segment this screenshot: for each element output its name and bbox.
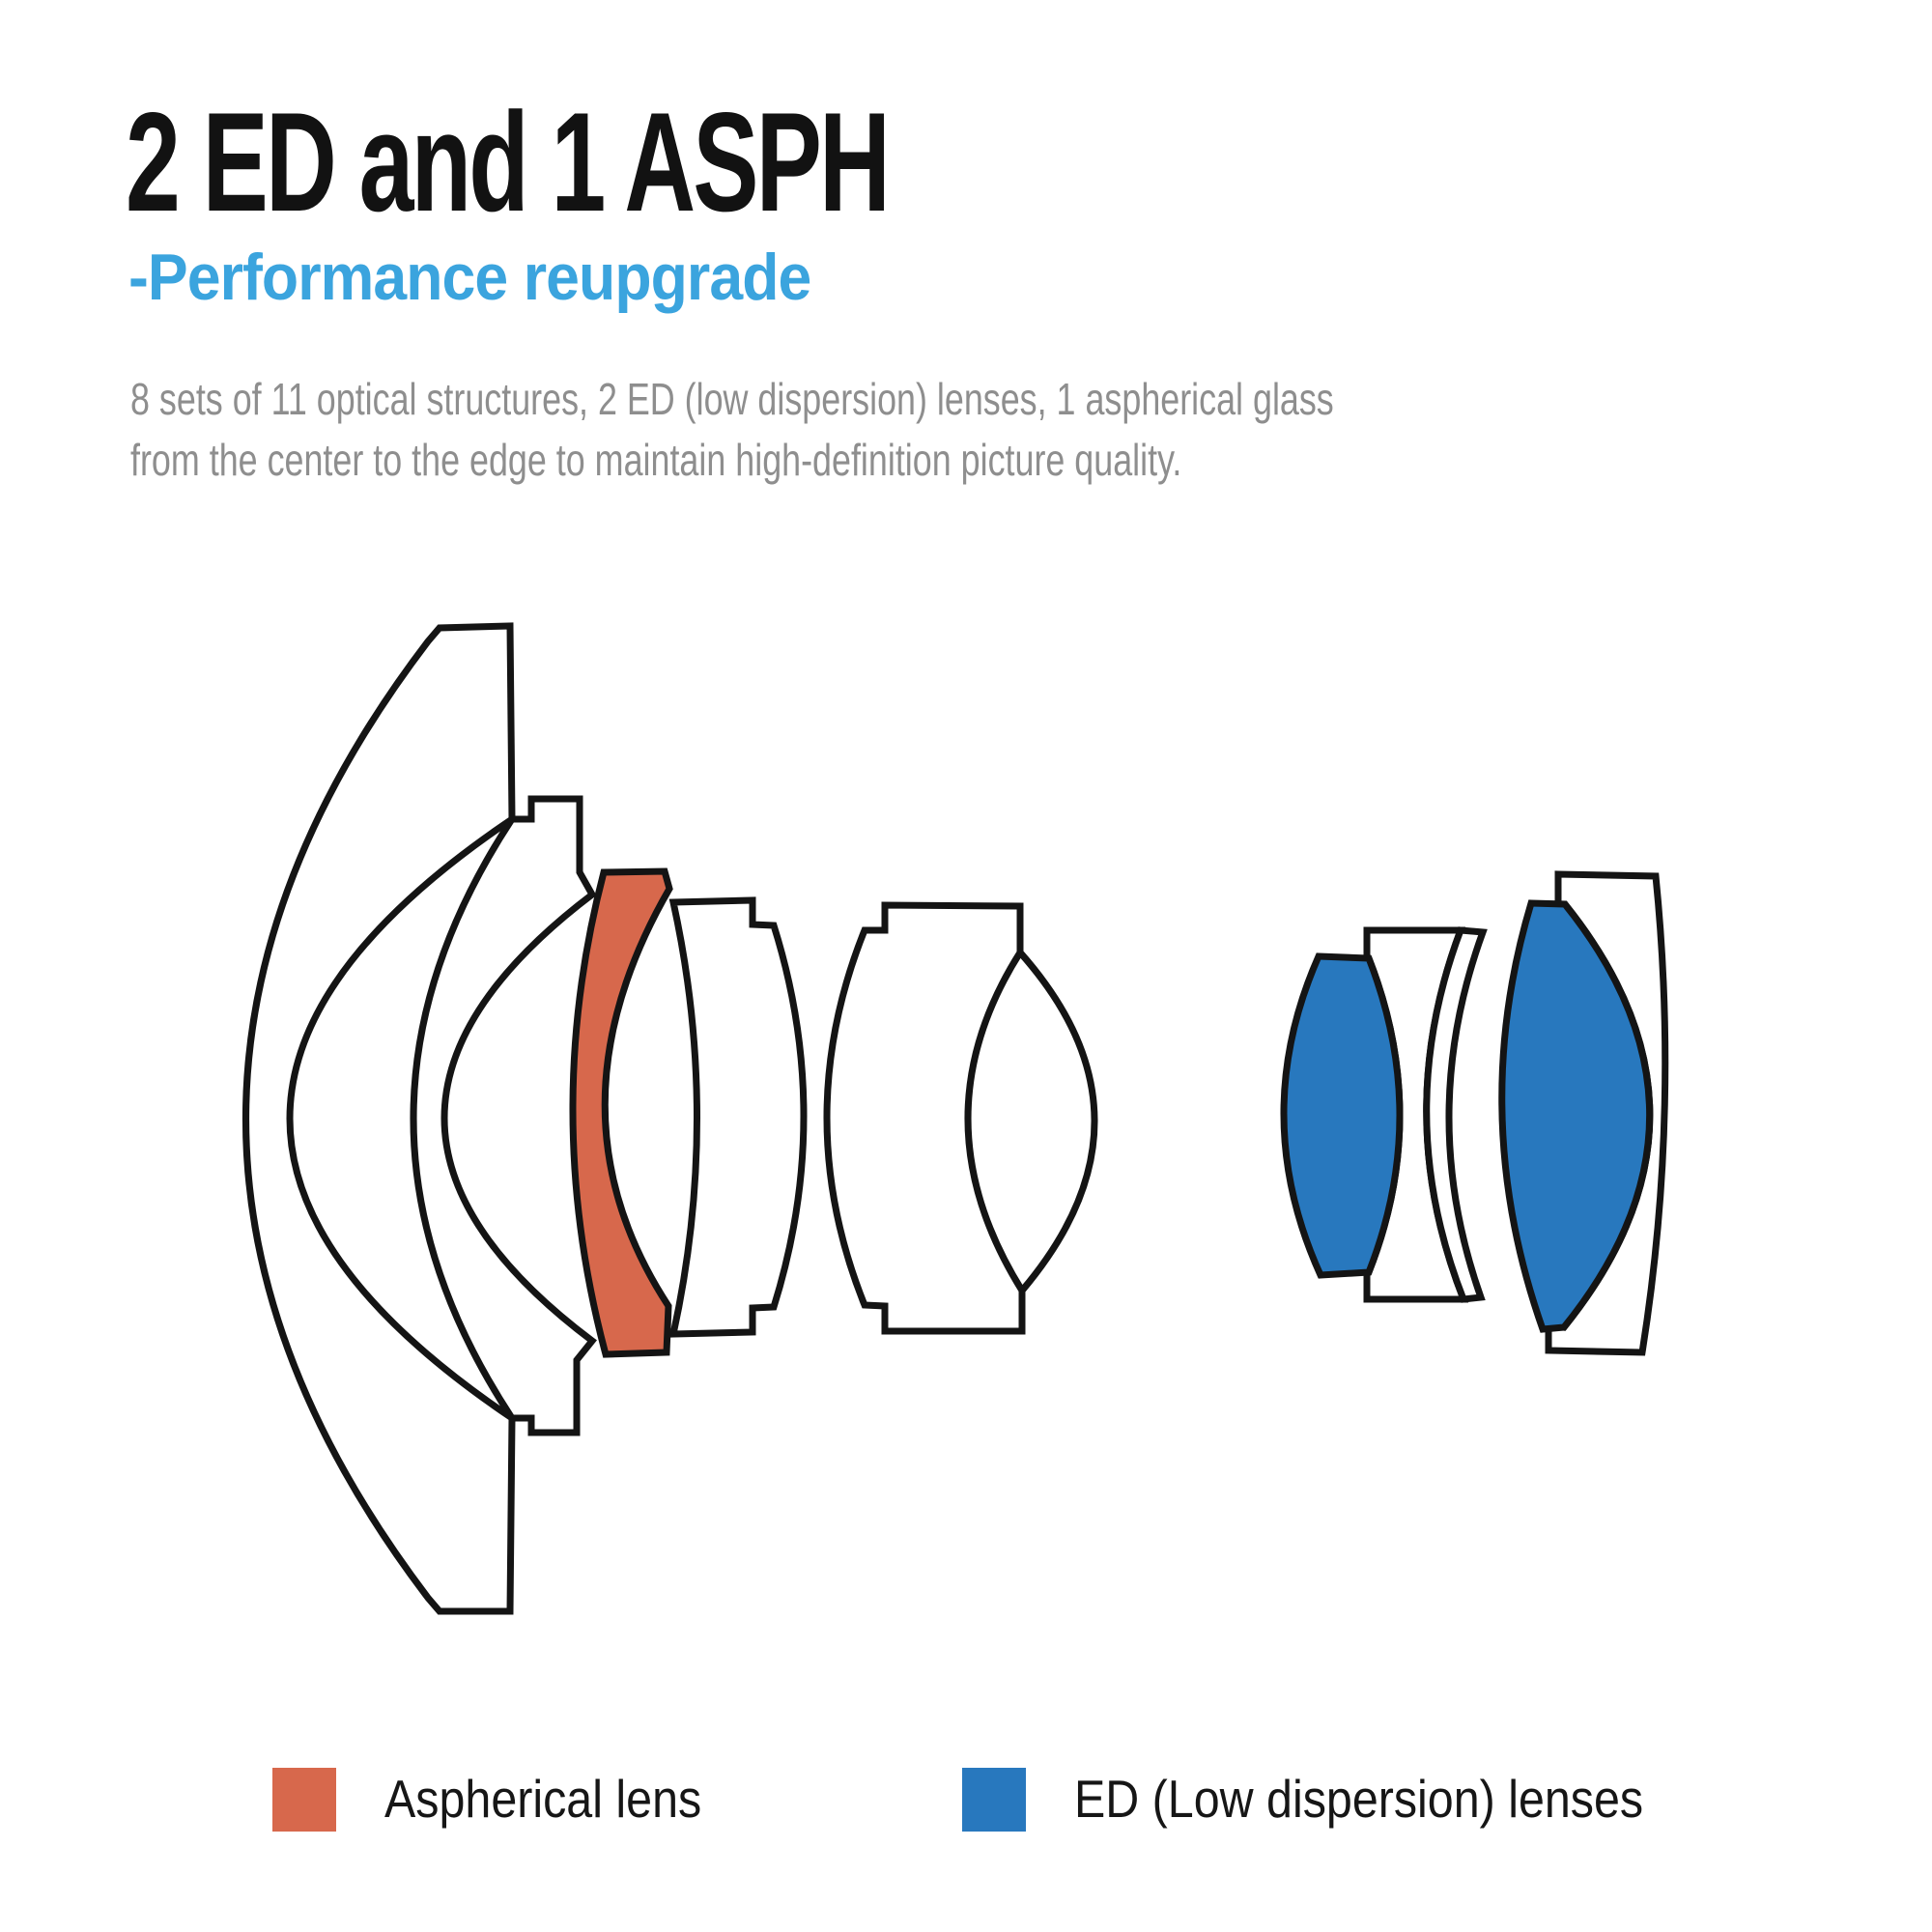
legend-swatch-aspherical: [272, 1768, 336, 1832]
legend-label-ed: ED (Low dispersion) lenses: [1074, 1769, 1644, 1829]
thin-meniscus-outline: [1423, 926, 1488, 1303]
ed-lens-2-shape: [1498, 899, 1654, 1333]
description-line-2: from the center to the edge to maintain …: [130, 435, 1182, 485]
front-element-outline: [242, 622, 516, 1615]
page-subtitle: -Performance reupgrade: [128, 241, 811, 314]
second-element-outline: [410, 795, 597, 1436]
fourth-element-outline: [668, 896, 808, 1338]
aspherical-lens-shape: [569, 867, 673, 1358]
ed-lens-1-shape: [1280, 952, 1404, 1279]
legend-label-aspherical: Aspherical lens: [384, 1769, 702, 1829]
doublet-inner-element: [964, 947, 1098, 1296]
legend-swatch-ed: [962, 1768, 1026, 1832]
description-line-1: 8 sets of 11 optical structures, 2 ED (l…: [130, 374, 1334, 424]
page-title: 2 ED and 1 ASPH: [126, 83, 891, 241]
page-description: 8 sets of 11 optical structures, 2 ED (l…: [130, 369, 1334, 491]
